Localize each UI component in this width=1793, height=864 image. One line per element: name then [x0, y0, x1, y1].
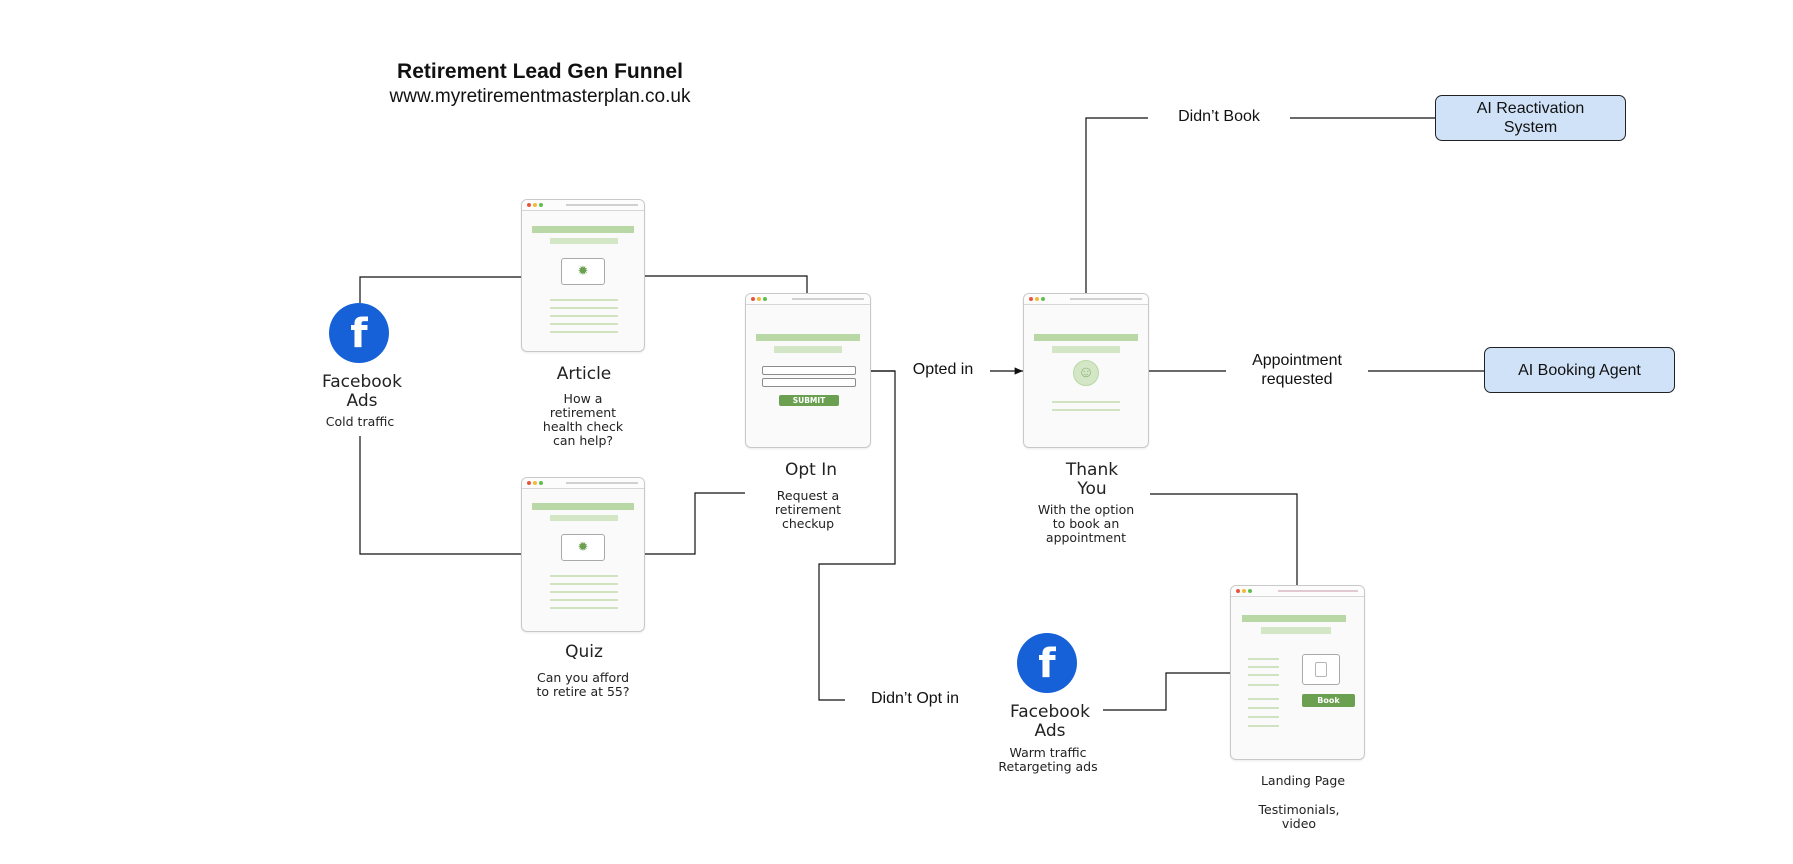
ai-booking-agent-box: AI Booking Agent — [1484, 347, 1675, 393]
edge-article-to-optin — [644, 275, 808, 293]
optin-title: Opt In — [784, 460, 838, 480]
facebook-cold-title: Facebook Ads — [322, 372, 402, 411]
diagram-title: Retirement Lead Gen Funnel — [397, 60, 683, 83]
facebook-cold-subtitle: Cold traffic — [325, 414, 395, 429]
video-icon — [1315, 662, 1327, 677]
edge-quiz-to-optin — [644, 492, 745, 555]
landing-page-subtitle: Testimonials, video — [1258, 802, 1340, 831]
article-title: Article — [556, 364, 612, 384]
edge-didnt-opt-in — [818, 370, 896, 701]
edge-facebook-to-article — [359, 276, 522, 303]
thankyou-page-mockup: ☺ — [1023, 293, 1149, 448]
sun-icon: ✹ — [577, 539, 589, 554]
quiz-title: Quiz — [565, 642, 603, 662]
book-button: Book — [1302, 694, 1355, 707]
optin-field-1 — [762, 366, 856, 375]
landing-page-title: Landing Page — [1260, 773, 1346, 788]
ai-reactivation-system-label: AI Reactivation System — [1476, 100, 1585, 136]
edge-label-didnt-opt-in: Didn’t Opt in — [855, 690, 975, 708]
optin-subtitle: Request a retirement checkup — [774, 488, 842, 531]
facebook-warm-icon: f — [1017, 633, 1077, 693]
article-subtitle: How a retirement health check can help? — [542, 391, 624, 448]
quiz-page-mockup: ✹ — [521, 477, 645, 632]
thankyou-title: Thank You — [1065, 460, 1119, 499]
edge-label-didnt-book: Didn’t Book — [1150, 108, 1288, 126]
thankyou-subtitle: With the option to book an appointment — [1037, 502, 1135, 545]
edge-facebook-to-quiz — [359, 436, 522, 555]
edge-label-appointment-requested: Appointment requested — [1228, 351, 1366, 389]
sun-icon: ✹ — [577, 263, 589, 278]
facebook-warm-title: Facebook Ads — [1010, 702, 1090, 741]
quiz-subtitle: Can you afford to retire at 55? — [536, 670, 630, 699]
smiley-icon: ☺ — [1073, 360, 1099, 386]
optin-page-mockup: SUBMIT — [745, 293, 871, 448]
edge-label-opted-in: Opted in — [898, 361, 988, 379]
optin-field-2 — [762, 378, 856, 387]
ai-reactivation-system-box: AI Reactivation System — [1435, 95, 1626, 141]
ai-booking-agent-label: AI Booking Agent — [1518, 361, 1641, 379]
submit-button: SUBMIT — [779, 395, 839, 406]
article-page-mockup: ✹ — [521, 199, 645, 352]
edge-didnt-book — [1085, 117, 1148, 293]
diagram-subtitle: www.myretirementmasterplan.co.uk — [389, 86, 691, 107]
edge-thankyou-to-landing — [1150, 493, 1298, 585]
facebook-cold-icon: f — [329, 303, 389, 363]
facebook-warm-subtitle: Warm traffic Retargeting ads — [998, 745, 1098, 774]
edge-facebook-warm-to-landing — [1103, 672, 1230, 711]
landing-page-mockup: Book — [1230, 585, 1365, 760]
